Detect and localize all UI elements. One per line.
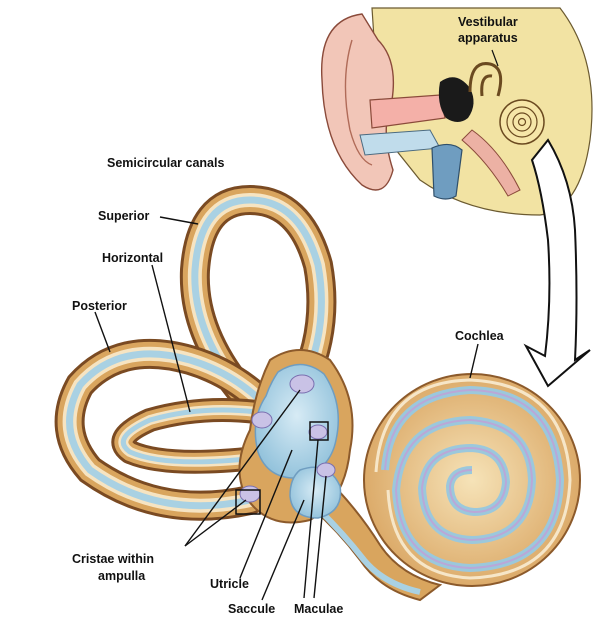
macula-marker-box — [309, 421, 329, 441]
leader-posterior — [94, 311, 111, 353]
label-cochlea: Cochlea — [455, 329, 505, 343]
ear-canal — [369, 94, 446, 129]
label-vestibular-2: apparatus — [458, 31, 518, 45]
label-semicircular-canals: Semicircular canals — [107, 156, 224, 170]
leader-cristae-b — [184, 499, 247, 547]
macula-utricle — [308, 424, 328, 440]
label-superior: Superior — [98, 209, 150, 223]
vestibule — [235, 349, 354, 524]
label-maculae: Maculae — [294, 602, 343, 616]
ear-inset — [320, 7, 593, 216]
eustachian-tube — [461, 129, 521, 197]
ossicles — [438, 77, 474, 122]
leader-cochlea — [469, 343, 479, 379]
crista-marker-box — [235, 489, 261, 515]
leader-saccule — [261, 499, 305, 601]
ampulla-superior — [289, 374, 315, 394]
cochlea-spiral-edge — [374, 378, 572, 580]
semicircular-canals — [54, 184, 337, 521]
inset-cochlea — [499, 99, 545, 145]
label-horizontal: Horizontal — [102, 251, 163, 265]
leader-maculae-a — [303, 439, 319, 599]
leader-utricle — [239, 449, 293, 579]
leader-superior — [159, 216, 199, 225]
labels: Vestibular apparatus Semicircular canals… — [72, 15, 518, 616]
leader-lines — [94, 216, 479, 601]
zoom-arrow — [523, 138, 591, 388]
label-utricle: Utricle — [210, 577, 249, 591]
leader-maculae-b — [313, 475, 327, 599]
ampulla-posterior — [239, 485, 261, 503]
macula-saccule — [316, 462, 336, 478]
label-posterior: Posterior — [72, 299, 127, 313]
leader-cristae-a — [184, 389, 301, 547]
inset-canals — [468, 62, 503, 97]
cochlea-spiral-inner — [384, 388, 562, 570]
label-vestibular-1: Vestibular — [458, 15, 518, 29]
ampulla-horizontal — [251, 411, 273, 429]
leader-horizontal — [151, 264, 191, 413]
label-saccule: Saccule — [228, 602, 275, 616]
cochlea — [363, 373, 581, 587]
label-cristae-1: Cristae within — [72, 552, 154, 566]
jugular-vessel — [431, 143, 463, 200]
label-cristae-2: ampulla — [98, 569, 146, 583]
ear-fold — [344, 39, 373, 166]
